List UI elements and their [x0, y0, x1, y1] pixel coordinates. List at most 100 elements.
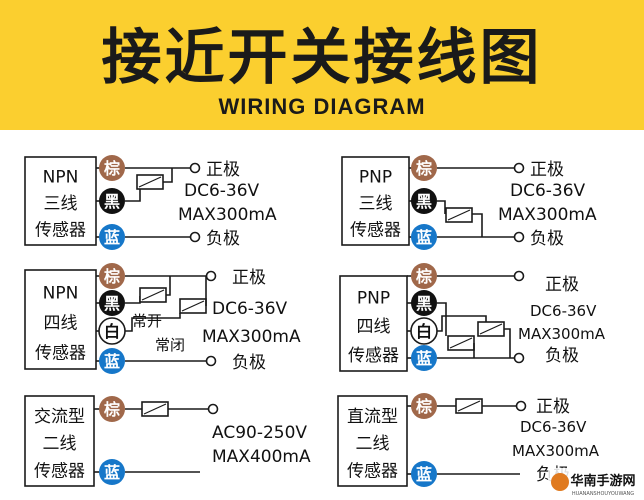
- negative-label: 负极: [206, 229, 240, 249]
- voltage-label: DC6-36V: [530, 302, 597, 320]
- wire-line: [163, 168, 173, 183]
- terminal-icon: [515, 400, 527, 412]
- wire-blue-label: 蓝: [416, 349, 432, 368]
- watermark-text: 华南手游网: [570, 473, 635, 489]
- wire-line: [166, 276, 171, 296]
- watermark-url: HUANANSHOUYOUWANG: [572, 491, 634, 497]
- page-title: 接近开关接线图: [101, 23, 543, 93]
- wire-line: [472, 213, 483, 237]
- sensor-label: 交流型: [34, 407, 85, 427]
- current-label: MAX300mA: [518, 325, 606, 343]
- wire-brown-badge: [411, 155, 437, 181]
- sensor-box: [24, 269, 97, 370]
- wire-brown-badge: [99, 396, 125, 422]
- wire-line: [504, 328, 511, 358]
- header-banner: [0, 0, 644, 130]
- wire-brown-badge: [99, 263, 125, 289]
- wire-black-badge: [411, 290, 437, 316]
- voltage-label: DC6-36V: [184, 181, 260, 201]
- voltage-label: AC90-250V: [212, 423, 307, 443]
- wire-blue-label: 蓝: [104, 352, 120, 371]
- wire-brown-label: 棕: [104, 267, 120, 286]
- wire-black-badge: [99, 188, 125, 214]
- watermark-icon: [551, 473, 569, 491]
- sensor-label: 三线: [359, 194, 393, 214]
- voltage-label: DC6-36V: [212, 299, 288, 319]
- positive-label: 正极: [232, 268, 266, 288]
- sensor-label: PNP: [359, 167, 392, 187]
- negative-label: 负极: [232, 353, 266, 373]
- wire-blue-badge: [411, 461, 437, 487]
- voltage-label: DC6-36V: [520, 418, 587, 436]
- terminal-icon: [205, 355, 217, 367]
- wire-blue-badge: [411, 224, 437, 250]
- wire-black-badge: [99, 290, 125, 316]
- relay-coil-slash: [181, 300, 205, 312]
- positive-label: 正极: [530, 160, 564, 180]
- relay-coil-slash: [141, 289, 165, 301]
- wire-blue-label: 蓝: [104, 463, 120, 482]
- relay-coil-slash: [138, 176, 162, 188]
- relay-coil-slash: [479, 323, 503, 335]
- wire-blue-badge: [99, 459, 125, 485]
- wire-line: [125, 313, 181, 332]
- wire-brown-badge: [411, 393, 437, 419]
- wire-white-label: 白: [416, 322, 432, 341]
- sensor-box: [337, 395, 408, 487]
- sensor-label: 传感器: [347, 461, 398, 481]
- wire-black-badge: [411, 188, 437, 214]
- wire-brown-label: 棕: [416, 267, 432, 286]
- wire-blue-badge: [99, 348, 125, 374]
- sensor-label: 四线: [44, 314, 78, 334]
- sensor-label: NPN: [43, 284, 79, 304]
- wire-line: [125, 296, 141, 304]
- terminal-icon: [513, 352, 525, 364]
- terminal-icon: [513, 231, 525, 243]
- terminal-icon: [189, 162, 201, 174]
- relay-coil-slash: [447, 209, 471, 221]
- wire-line: [125, 186, 141, 202]
- wire-brown-badge: [411, 263, 437, 289]
- sensor-label: 直流型: [347, 407, 398, 427]
- sensor-label: 四线: [357, 317, 391, 337]
- sensor-label: 传感器: [350, 221, 401, 241]
- terminal-icon: [513, 270, 525, 282]
- wire-black-label: 黑: [104, 294, 120, 313]
- terminal-icon: [207, 403, 219, 415]
- wire-black-label: 黑: [104, 192, 120, 211]
- wire-brown-label: 棕: [416, 159, 432, 178]
- wire-blue-badge: [99, 224, 125, 250]
- sensor-label: 传感器: [35, 221, 86, 241]
- terminal-icon: [189, 231, 201, 243]
- negative-label: 负极: [545, 346, 579, 366]
- sensor-label: 传感器: [34, 461, 85, 481]
- current-label: MAX300mA: [202, 327, 301, 347]
- current-label: MAX300mA: [178, 205, 277, 225]
- positive-label: 正极: [545, 275, 579, 295]
- normally-closed-label: 常闭: [155, 336, 185, 354]
- voltage-label: DC6-36V: [510, 181, 586, 201]
- sensor-label: 传感器: [35, 344, 86, 364]
- positive-label: 正极: [536, 397, 570, 417]
- terminal-icon: [205, 270, 217, 282]
- wire-line: [437, 200, 446, 214]
- wire-blue-badge: [411, 345, 437, 371]
- sensor-label: 传感器: [348, 346, 399, 366]
- sensor-box: [341, 156, 410, 246]
- terminal-icon: [513, 162, 525, 174]
- wire-brown-label: 棕: [104, 159, 120, 178]
- wire-brown-label: 棕: [104, 400, 120, 419]
- sensor-label: 二线: [43, 434, 77, 454]
- relay-coil-slash: [143, 403, 167, 415]
- relay-coil-slash: [449, 337, 473, 349]
- sensor-label: PNP: [357, 288, 390, 308]
- current-label: MAX300mA: [498, 205, 597, 225]
- sensor-box: [339, 275, 408, 372]
- wire-line: [437, 302, 447, 336]
- wire-line: [437, 315, 487, 332]
- sensor-label: NPN: [43, 167, 79, 187]
- normally-open-label: 常开: [132, 312, 162, 330]
- relay-coil-slash: [457, 400, 481, 412]
- watermark-logo: 华南手游网 HUANANSHOUYOUWANG: [548, 468, 640, 498]
- negative-label: 负极: [530, 229, 564, 249]
